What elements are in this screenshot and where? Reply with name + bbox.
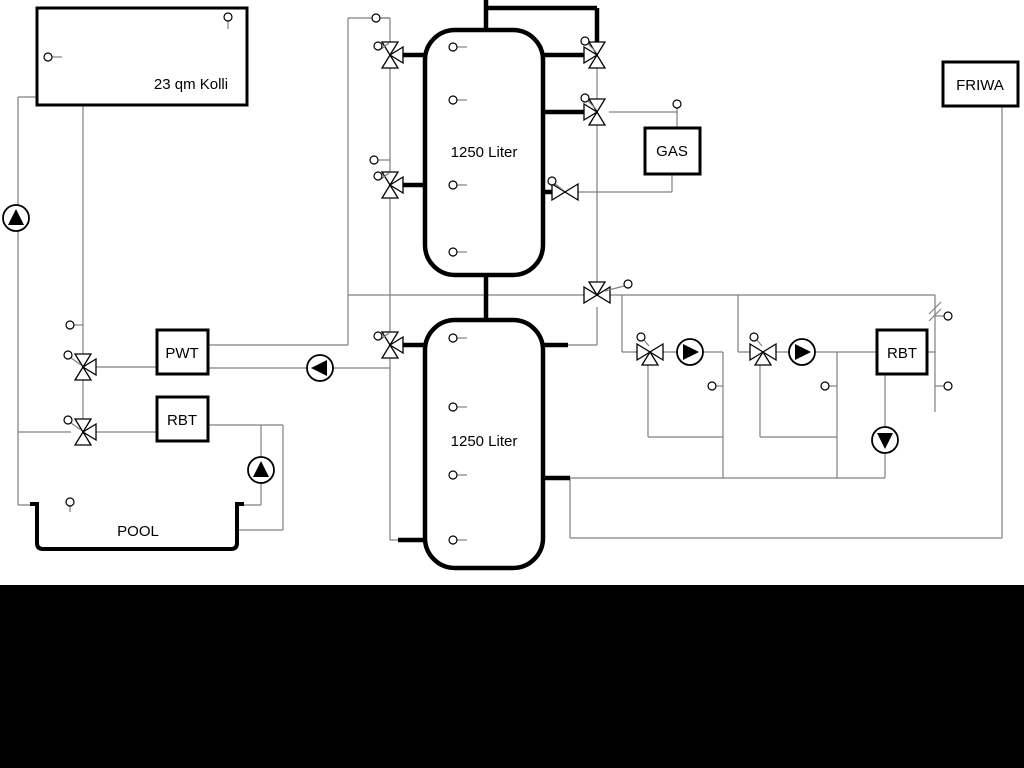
temp-sensor-collector-icon [43,52,62,62]
heating-circuit-pump-1-icon [676,338,704,366]
rbt-pool-heat-exchanger: RBT [155,395,210,443]
pipe-crossing-ticks [928,301,942,322]
piping-thin [17,17,1003,541]
temp-sensor-tank-lower-2-icon [448,402,467,412]
temp-sensor-collector-top-icon [223,12,233,29]
valve-gas-flow-icon [580,93,606,126]
temp-sensor-tank-upper-3-icon [448,180,467,190]
temp-sensor-tank-upper-2-icon [448,95,467,105]
temp-sensor-circuit-2-icon [820,381,837,391]
friwa-station: FRIWA [941,60,1020,108]
valve-tank-upper-left-top-icon [373,41,404,69]
friwa-label: FRIWA [956,77,1004,94]
rbt-pool-label: RBT [167,412,197,429]
temp-sensor-tank-upper-1-icon [448,42,467,52]
buffer-tank-lower-label: 1250 Liter [451,433,518,450]
valve-tank-upper-left-mid-icon [373,171,404,199]
temp-sensor-dhw-bottom-icon [935,381,953,391]
solar-collector-label: 23 qm Kolli [154,76,228,93]
temp-sensor-solar-return-icon [65,320,83,330]
temp-sensor-tank-lower-4-icon [448,535,467,545]
pwt-heat-exchanger: PWT [155,328,210,376]
solar-pump-icon [2,204,30,232]
solar-collector: 23 qm Kolli [35,6,249,107]
letterbox-bar [0,585,1024,768]
temp-sensor-tank-upper-4-icon [448,247,467,257]
valves [63,36,777,446]
temp-sensor-tank-lower-1-icon [448,333,467,343]
valve-gas-return-icon [547,176,579,201]
rbt-dhw-label: RBT [887,345,917,362]
buffer-tank-upper: 1250 Liter [422,27,546,278]
valve-heating-circuit-1-icon [636,332,664,366]
temp-sensor-gas-flow-icon [672,99,682,114]
pwt-charge-pump-icon [306,354,334,382]
valve-tank-upper-right-top-icon [580,36,606,69]
pool-pump-icon [247,456,275,484]
buffer-tank-lower: 1250 Liter [422,317,546,571]
temp-sensor-pool-icon [65,497,75,512]
pwt-label: PWT [165,345,198,362]
valve-solar-pool-icon [63,415,97,446]
piping-thick [398,0,600,543]
temperature-sensors [43,12,953,545]
temp-sensor-tank-lower-3-icon [448,470,467,480]
pool-label: POOL [117,523,159,540]
gas-boiler: GAS [643,126,702,176]
temp-sensor-riser-icon [369,155,390,165]
dhw-circulation-pump-icon [871,426,899,454]
valve-solar-pwt-icon [63,350,97,381]
temp-sensor-circuit-1-icon [707,381,723,391]
rbt-dhw-heat-exchanger: RBT [875,328,929,376]
pool-basin: POOL [30,502,244,551]
valve-distribution-icon [583,279,633,304]
buffer-tank-upper-label: 1250 Liter [451,144,518,161]
valve-heating-circuit-2-icon [749,332,777,366]
heating-circuit-pump-2-icon [788,338,816,366]
gas-boiler-label: GAS [656,143,688,160]
temp-sensor-header-icon [371,13,390,23]
temp-sensor-dhw-top-icon [935,311,953,321]
valve-tank-lower-left-icon [373,331,404,359]
